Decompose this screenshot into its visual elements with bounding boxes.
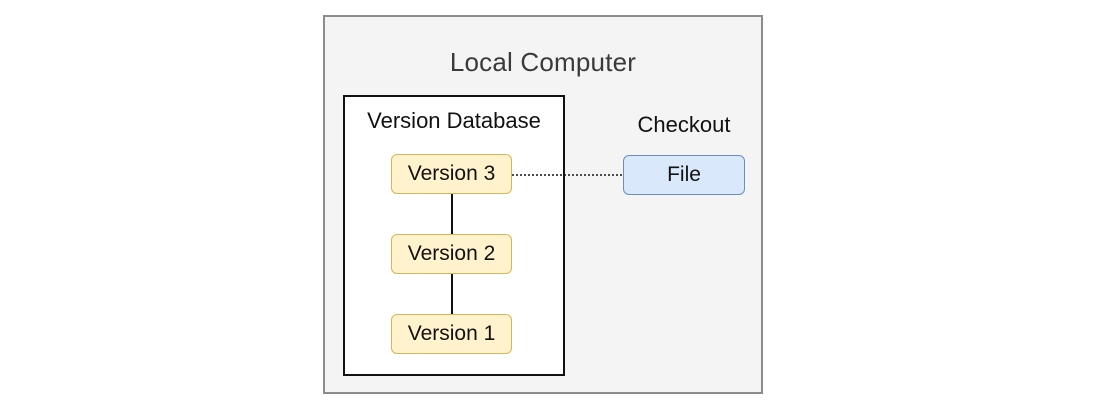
local-computer-title: Local Computer	[449, 47, 637, 77]
version-2-node: Version 2	[391, 234, 512, 274]
version-database-title: Version Database	[367, 108, 541, 133]
version-1-node: Version 1	[391, 314, 512, 354]
checkout-label: Checkout	[637, 112, 731, 137]
file-node: File	[623, 155, 745, 195]
version-3-node: Version 3	[391, 154, 512, 194]
